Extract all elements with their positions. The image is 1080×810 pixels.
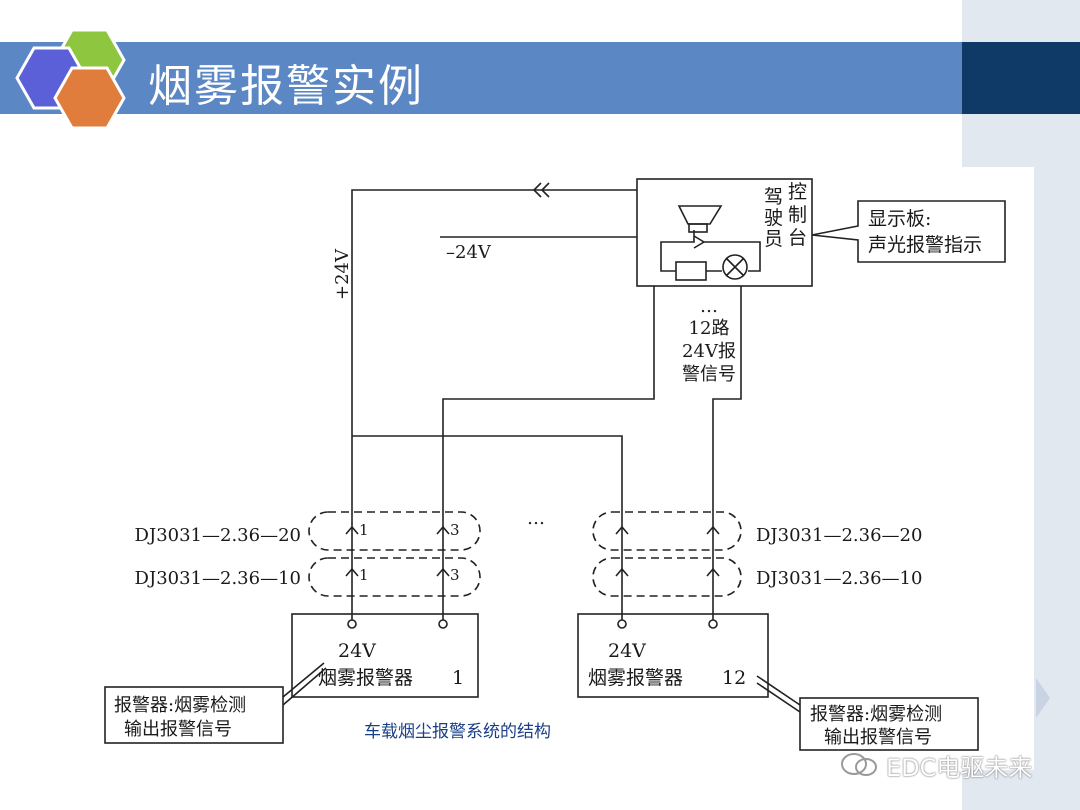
left-pin-lines xyxy=(351,512,444,620)
hexagon-orange-icon xyxy=(53,66,126,130)
signal-line-left xyxy=(442,286,655,512)
console-label-5: 制 xyxy=(788,204,807,226)
power-branch-line xyxy=(352,435,623,512)
title-bar-accent xyxy=(962,42,1080,114)
connector-right-bottom-label: DJ3031—2.36—10 xyxy=(756,568,922,589)
alarm-box-right xyxy=(577,613,769,698)
connector-left-top-label: DJ3031—2.36—20 xyxy=(135,525,301,546)
lamp-icon xyxy=(722,254,748,280)
signal-label-3: 24V报 xyxy=(682,341,736,362)
console-label-1: 驾 xyxy=(764,186,783,208)
hexagon-logo-icon xyxy=(15,28,126,130)
console-label-2: 驶 xyxy=(764,207,783,229)
resistor-icon xyxy=(675,261,707,281)
connector-left-top xyxy=(308,511,481,551)
alarm-left-name: 烟雾报警器 xyxy=(318,667,413,689)
title-bar xyxy=(0,42,962,114)
alarm-right-number: 12 xyxy=(722,667,746,689)
signal-label-4: 警信号 xyxy=(682,364,736,385)
top-line-arrow-icon xyxy=(532,182,550,198)
alarm-left-voltage: 24V xyxy=(338,640,376,662)
diagram-caption: 车载烟尘报警系统的结构 xyxy=(364,722,551,742)
wechat-icon xyxy=(841,753,877,776)
next-slide-arrow-icon xyxy=(1036,678,1050,718)
display-label-2: 声光报警指示 xyxy=(868,234,982,256)
console-label-3: 员 xyxy=(764,228,783,250)
figure-background xyxy=(66,167,1034,770)
console-internal-circuit xyxy=(660,230,761,272)
connector-left-bottom-label: DJ3031—2.36—10 xyxy=(135,568,301,589)
pin-label-top-3: 3 xyxy=(450,521,460,539)
pin-label-bot-1: 1 xyxy=(359,566,369,584)
watermark-text: EDC电驱未来 xyxy=(886,754,1033,782)
console-label-6: 台 xyxy=(788,227,807,249)
pos-voltage-label: +24V xyxy=(332,248,353,300)
signal-line-right xyxy=(712,286,742,512)
neg-voltage-label: –24V xyxy=(446,242,492,263)
connector-right-top-label: DJ3031—2.36—20 xyxy=(756,525,922,546)
console-label-4: 控 xyxy=(788,181,807,203)
callout-box-left xyxy=(104,686,284,744)
signal-label-2: 12路 xyxy=(689,318,730,339)
right-pin-lines xyxy=(621,512,714,620)
callout-left-line-1: 报警器:烟雾检测 xyxy=(114,695,246,716)
alarm-box-left xyxy=(291,613,479,698)
connector-right-top xyxy=(592,511,742,551)
alarm-right-name: 烟雾报警器 xyxy=(588,667,683,689)
pin-label-top-1: 1 xyxy=(359,521,369,539)
alarm-left-number: 1 xyxy=(452,667,464,689)
speaker-icon xyxy=(677,205,723,225)
signal-label-1: … xyxy=(700,296,718,317)
display-callout-box xyxy=(811,200,1006,263)
pos-24v-line xyxy=(351,189,637,512)
callout-box-right xyxy=(799,697,979,751)
pin-label-bot-3: 3 xyxy=(450,566,460,584)
callout-right-line-1: 报警器:烟雾检测 xyxy=(810,704,942,725)
connector-left-bottom xyxy=(308,557,481,597)
alarm-right-voltage: 24V xyxy=(608,640,646,662)
console-box xyxy=(636,178,813,287)
callout-right-line-2: 输出报警信号 xyxy=(824,727,932,748)
callout-left-line-2: 输出报警信号 xyxy=(124,719,232,740)
display-label-1: 显示板: xyxy=(868,208,931,230)
slide-title: 烟雾报警实例 xyxy=(148,61,424,112)
connector-right-bottom xyxy=(592,557,742,597)
connector-ellipsis: … xyxy=(527,508,545,529)
